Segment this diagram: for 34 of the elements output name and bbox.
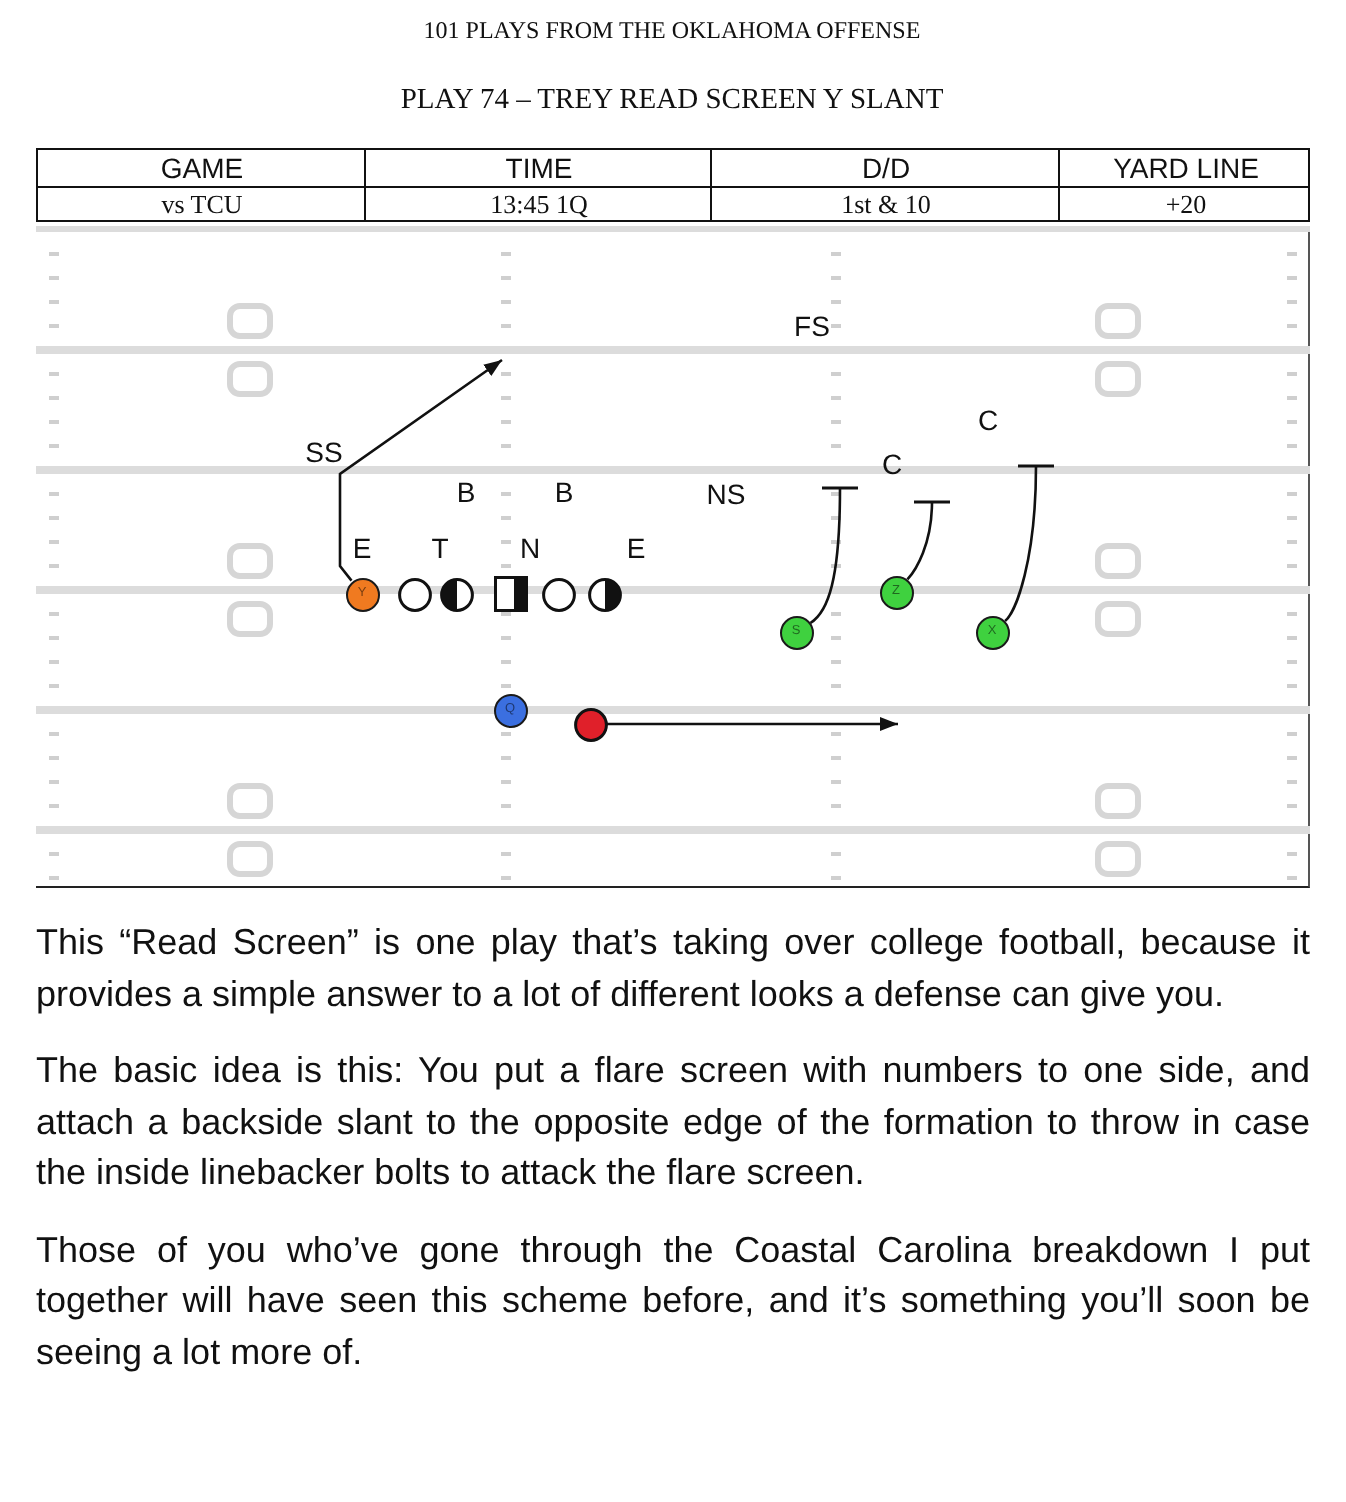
defender-label: FS bbox=[794, 312, 830, 340]
table-value: 13:45 1Q bbox=[490, 191, 588, 217]
lineman-marker bbox=[541, 577, 575, 611]
defender-label: N bbox=[519, 534, 541, 562]
block-route bbox=[1004, 464, 1056, 622]
column-heading: TIME bbox=[505, 154, 573, 182]
defender-label: NS bbox=[706, 480, 746, 508]
route-arrow bbox=[607, 717, 898, 731]
play-title: PLAY 74 – TREY READ SCREEN Y SLANT bbox=[400, 85, 944, 115]
column-heading: YARD LINE bbox=[1113, 154, 1259, 182]
table-value: vs TCU bbox=[161, 191, 243, 217]
running-head: 101 PLAYS FROM THE OKLAHOMA OFFENSE bbox=[423, 18, 921, 42]
defender-label: C bbox=[977, 406, 999, 434]
body-paragraph: This “Read Screen” is one play that’s taking over college football, because it provides a simple answer to a lot of different looks a defense can give you. bbox=[36, 920, 1310, 1018]
lineman-marker bbox=[439, 577, 473, 611]
body-paragraph: The basic idea is this: You put a flare screen with numbers to one side, and attach a backside slant to the opposite edge of the formation to throw in case the inside linebacker bolts to attack the flare screen. bbox=[36, 1048, 1310, 1196]
body-paragraph: Those of you who’ve gone through the Coastal Carolina breakdown I put together will have seen this scheme before, and it’s something you’ll soon be seeing a lot more of. bbox=[36, 1227, 1310, 1376]
defender-label: B bbox=[456, 478, 476, 506]
block-route bbox=[809, 486, 860, 625]
lineman-marker bbox=[587, 577, 621, 611]
lineman-marker bbox=[397, 577, 431, 611]
defender-label: T bbox=[431, 534, 449, 562]
block-route bbox=[906, 499, 952, 581]
center-marker bbox=[493, 576, 527, 612]
route-arrow bbox=[338, 358, 503, 582]
column-heading: D/D bbox=[861, 154, 911, 182]
defender-label: SS bbox=[305, 438, 343, 466]
defender-label: B bbox=[554, 478, 574, 506]
defender-label: C bbox=[881, 450, 903, 478]
table-value: +20 bbox=[1165, 191, 1207, 217]
defender-label: E bbox=[352, 534, 372, 562]
defender-label: E bbox=[626, 534, 646, 562]
column-heading: GAME bbox=[160, 154, 244, 182]
table-value: 1st & 10 bbox=[841, 191, 931, 217]
